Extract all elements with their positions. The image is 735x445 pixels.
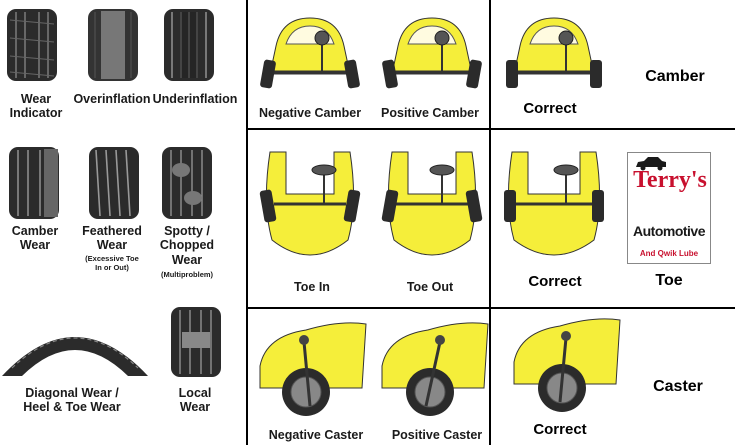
positive-camber-label: Positive Camber <box>381 106 479 120</box>
camber-wear-label: Camber Wear <box>11 224 59 253</box>
toe-in-car-image <box>259 151 361 256</box>
car-icon <box>636 157 666 171</box>
spotty-wear-label: Spotty / Chopped Wear <box>159 224 215 267</box>
positive-camber-car-image <box>382 17 482 89</box>
tire-wear-indicator-image <box>7 9 57 81</box>
tire-spotty-wear-image <box>162 147 212 219</box>
negative-camber-car-image <box>260 17 360 89</box>
tire-overinflation-image <box>88 9 138 81</box>
positive-caster-car-image <box>381 322 489 416</box>
tire-local-wear-image <box>171 307 221 377</box>
feathered-wear-label: Feathered Wear <box>82 224 142 253</box>
correct-camber-label: Correct <box>523 100 577 117</box>
logo-word2: Automotive <box>633 223 706 239</box>
tire-feathered-wear-image <box>89 147 139 219</box>
toe-out-label: Toe Out <box>406 280 454 294</box>
caster-title: Caster <box>653 378 703 395</box>
divider-row1 <box>246 128 735 130</box>
toe-in-label: Toe In <box>294 280 330 294</box>
logo-sub: And Qwik Lube <box>639 249 699 258</box>
correct-toe-label: Correct <box>528 273 582 290</box>
negative-caster-label: Negative Caster <box>268 428 364 442</box>
wear-indicator-label: Wear Indicator <box>9 92 63 121</box>
negative-camber-label: Negative Camber <box>258 106 362 120</box>
feathered-wear-note: (Excessive Toe In or Out) <box>85 254 139 272</box>
logo-word1: Terry's <box>633 167 707 193</box>
correct-camber-car-image <box>506 17 602 88</box>
overinflation-label: Overinflation <box>73 92 151 106</box>
toe-title: Toe <box>655 272 683 289</box>
correct-caster-label: Correct <box>533 421 587 438</box>
negative-caster-car-image <box>259 322 367 416</box>
diagonal-wear-label: Diagonal Wear / Heel & Toe Wear <box>23 386 121 415</box>
toe-out-car-image <box>381 151 483 256</box>
divider-mid <box>489 0 491 445</box>
terrys-automotive-logo: Terry's Automotive And Qwik Lube <box>627 152 711 264</box>
tire-diagonal-wear-image <box>2 337 148 376</box>
divider-row2 <box>246 307 735 309</box>
tire-camber-wear-image <box>9 147 59 219</box>
underinflation-label: Underinflation <box>152 92 238 106</box>
local-wear-label: Local Wear <box>178 386 212 415</box>
positive-caster-label: Positive Caster <box>391 428 483 442</box>
correct-caster-car-image <box>513 318 621 412</box>
tire-underinflation-image <box>164 9 214 81</box>
spotty-wear-note: (Multiproblem) <box>160 270 214 279</box>
correct-toe-car-image <box>504 151 604 256</box>
divider-left <box>246 0 248 445</box>
camber-title: Camber <box>645 68 705 85</box>
